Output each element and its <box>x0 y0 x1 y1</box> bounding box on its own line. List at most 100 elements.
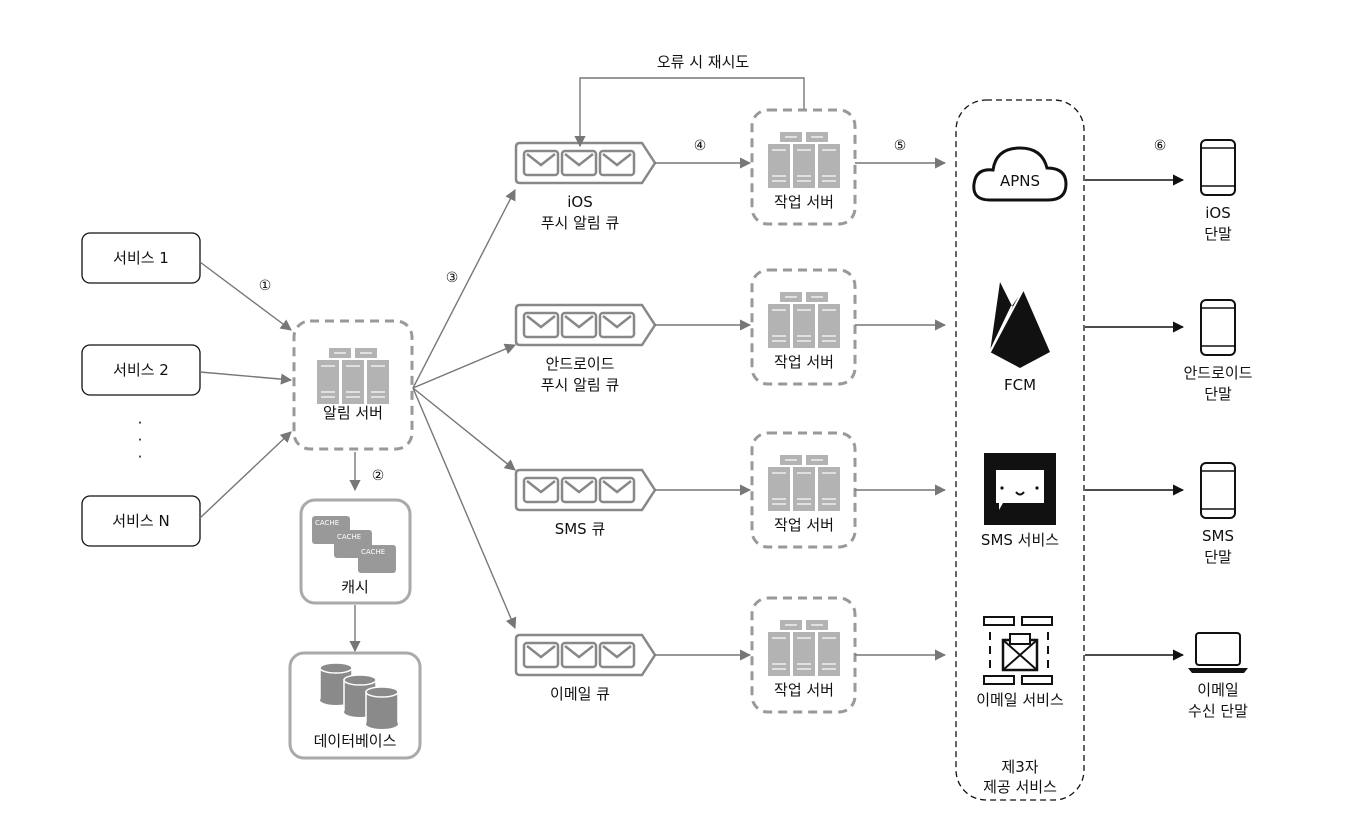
step-3-label: ③ <box>446 270 459 286</box>
service-node: 서비스 2 <box>81 344 201 396</box>
third-party-label: 제공 서비스 <box>983 778 1057 796</box>
retry-label: 오류 시 재시도 <box>657 53 750 71</box>
ellipsis-dot: · <box>138 414 143 432</box>
envelope-icon <box>598 641 636 669</box>
queue-shape <box>514 141 657 185</box>
queue-label: iOS <box>567 193 593 211</box>
envelope-icon <box>560 149 598 177</box>
device-label: 단말 <box>1204 385 1232 403</box>
queue-shape <box>514 633 657 677</box>
sms-service-label: SMS 서비스 <box>981 531 1059 549</box>
service-box <box>81 232 201 284</box>
server-rack-icon <box>768 455 840 511</box>
device-label: 단말 <box>1204 548 1232 566</box>
queue-shape <box>514 303 657 347</box>
envelope-icon <box>598 476 636 504</box>
service-label: 서비스 N <box>112 512 169 530</box>
phone-icon <box>1200 462 1236 519</box>
queue-label: 푸시 알림 큐 <box>541 376 620 394</box>
server-rack-icon <box>768 132 840 188</box>
queue-label: SMS 큐 <box>555 520 606 538</box>
worker-label: 작업 서버 <box>774 353 834 371</box>
worker-label: 작업 서버 <box>774 681 834 699</box>
device-label: 안드로이드 <box>1183 364 1252 382</box>
database-label: 데이터베이스 <box>314 732 397 750</box>
cloud-icon <box>972 146 1068 202</box>
worker-box <box>750 108 857 226</box>
device-label: iOS <box>1205 204 1231 222</box>
device: SMS 단말 <box>1200 462 1236 566</box>
ellipsis-dot: · <box>138 431 143 449</box>
arrow <box>199 371 293 385</box>
fcm-label: FCM <box>1004 376 1036 394</box>
envelope-icon <box>598 149 636 177</box>
cache-chip-text: CACHE <box>361 548 385 556</box>
queue-shape <box>514 468 657 512</box>
service-box <box>81 495 201 547</box>
device-label: 수신 단말 <box>1188 702 1248 720</box>
email-service-label: 이메일 서비스 <box>976 691 1064 709</box>
envelope-icon <box>522 149 560 177</box>
database-icon <box>319 662 399 729</box>
email-server-icon <box>983 616 1053 685</box>
cache-label: 캐시 <box>341 578 369 596</box>
step-1-label: ① <box>259 278 272 294</box>
service-label: 서비스 2 <box>113 361 169 379</box>
worker-server: 작업 서버 <box>750 431 857 549</box>
step-2-label: ② <box>372 468 385 484</box>
device: iOS 단말 <box>1200 139 1236 243</box>
service-node: 서비스 N <box>81 495 201 547</box>
third-party-box <box>955 99 1085 801</box>
worker-label: 작업 서버 <box>774 193 834 211</box>
server-rack-icon <box>768 292 840 348</box>
chat-bubble-icon <box>984 453 1056 525</box>
arrow <box>412 387 516 471</box>
service-box <box>81 344 201 396</box>
server-rack-icon <box>317 348 389 404</box>
arrow <box>199 261 292 331</box>
retry-arrow <box>574 77 805 148</box>
queue-label: 안드로이드 <box>545 355 614 373</box>
laptop-icon <box>1188 632 1248 673</box>
envelope-icon <box>560 311 598 339</box>
message-queue: iOS 푸시 알림 큐 <box>514 141 657 232</box>
worker-server: 작업 서버 <box>750 108 857 226</box>
phone-icon <box>1200 299 1236 356</box>
arrow <box>412 343 517 389</box>
cache-chip-text: CACHE <box>315 519 339 527</box>
envelope-icon <box>522 641 560 669</box>
worker-server: 작업 서버 <box>750 596 857 714</box>
step-6-label: ⑥ <box>1154 138 1167 154</box>
envelope-icon <box>598 311 636 339</box>
message-queue: SMS 큐 <box>514 468 657 538</box>
firebase-icon <box>989 282 1050 368</box>
envelope-icon <box>560 641 598 669</box>
apns-label: APNS <box>1000 172 1040 190</box>
service-label: 서비스 1 <box>113 249 169 267</box>
worker-server: 작업 서버 <box>750 268 857 386</box>
envelope-icon <box>522 311 560 339</box>
device-label: SMS <box>1202 527 1234 545</box>
notification-server-label: 알림 서버 <box>323 404 383 422</box>
third-party-label: 제3자 <box>1001 758 1038 776</box>
queue-label: 이메일 큐 <box>550 685 610 703</box>
envelope-icon <box>560 476 598 504</box>
device-label: 단말 <box>1204 225 1232 243</box>
notification-server-box <box>292 319 414 451</box>
worker-label: 작업 서버 <box>774 516 834 534</box>
arrow <box>412 189 516 389</box>
phone-icon <box>1200 139 1236 196</box>
queue-label: 푸시 알림 큐 <box>541 214 620 232</box>
arrow <box>412 387 517 630</box>
step-4-label: ④ <box>694 138 707 154</box>
message-queue: 이메일 큐 <box>514 633 657 703</box>
envelope-icon <box>522 476 560 504</box>
ellipsis-dot: · <box>138 448 143 466</box>
service-node: 서비스 1 <box>81 232 201 284</box>
cache-chip-text: CACHE <box>337 533 361 541</box>
